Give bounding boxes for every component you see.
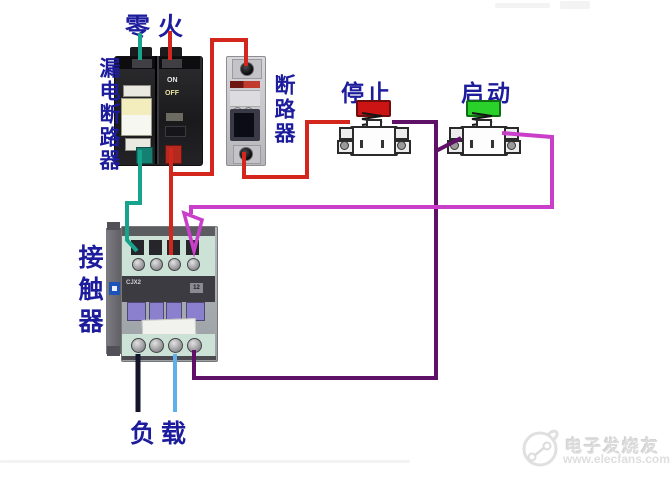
contact-mark [470,140,473,148]
leakage-breaker-label: 漏电断路器 [97,57,120,172]
terminal-clamp [167,240,180,255]
rating-sticker [121,98,152,136]
terminal-screw [450,141,459,150]
live-label: 火 [158,13,184,41]
bottom-terminal-screw [239,147,253,161]
off-marking: OFF [165,90,179,97]
watermark-name: 电子发烧友 [565,437,660,456]
marking-plate [165,126,186,137]
terminal-screw [507,141,516,150]
start-button-body [460,126,508,156]
faint-watermark-smudge [495,3,550,8]
mini-breaker-photo [226,56,266,166]
stop-button-body [350,126,398,156]
flange-tab [107,346,120,356]
terminal-clamp [149,240,162,255]
faint-watermark-smudge [560,1,590,9]
neutral-label: 零 [125,13,151,41]
terminal-screw [168,338,183,353]
terminal-clamp [131,240,144,255]
on-marking: ON [167,77,178,84]
label-sticker [123,85,151,97]
mount [449,127,464,140]
contactor-aux-text: 12 [190,283,203,293]
plunger [476,119,492,129]
pole-divider [155,56,157,164]
contact-module [149,302,164,321]
terminal-clamp [186,240,199,255]
terminal-screw [131,338,146,353]
breaker-label: 断路器 [272,74,295,146]
terminal-screw [187,338,202,353]
contactor-label: 接触器 [75,244,103,340]
contact-mark [491,140,494,148]
live-out-terminal [165,145,182,164]
terminal-screw [340,141,349,150]
contactor-bottom-lip [122,356,216,360]
load-label: 负载 [130,420,193,448]
pole-divider-highlight [157,56,159,164]
contactor-model-text: CJX2 [126,280,142,286]
terminal-slot [132,59,152,68]
neutral-out-terminal [136,147,153,164]
terminal-screw [149,338,164,353]
rating-marking [166,113,183,121]
breaker-toggle-face [234,113,254,137]
mount [339,127,354,140]
spec-label [230,90,260,107]
terminal-screw [397,141,406,150]
mount [504,127,519,140]
elecfans-logo-icon [522,429,559,467]
terminal-screw [132,258,145,271]
leakage-breaker-photo: ON OFF [114,47,203,166]
terminal-screw [187,258,200,271]
terminal-screw [150,258,163,271]
terminal-slot [162,59,182,68]
contactor-top-edge [122,227,215,237]
brand-band [230,81,260,88]
contact-mark [360,140,363,148]
contactor-photo: CJX2 12 [106,222,218,362]
contact-mark [381,140,384,148]
terminal-screw [168,258,181,271]
photo-edge-artifact [0,460,410,463]
top-terminal-screw [240,62,254,76]
mount [394,127,409,140]
contact-module [127,302,146,321]
brand-logo [109,282,120,295]
watermark-url: www.elecfans.com [563,452,670,466]
flange-tab [107,222,120,230]
